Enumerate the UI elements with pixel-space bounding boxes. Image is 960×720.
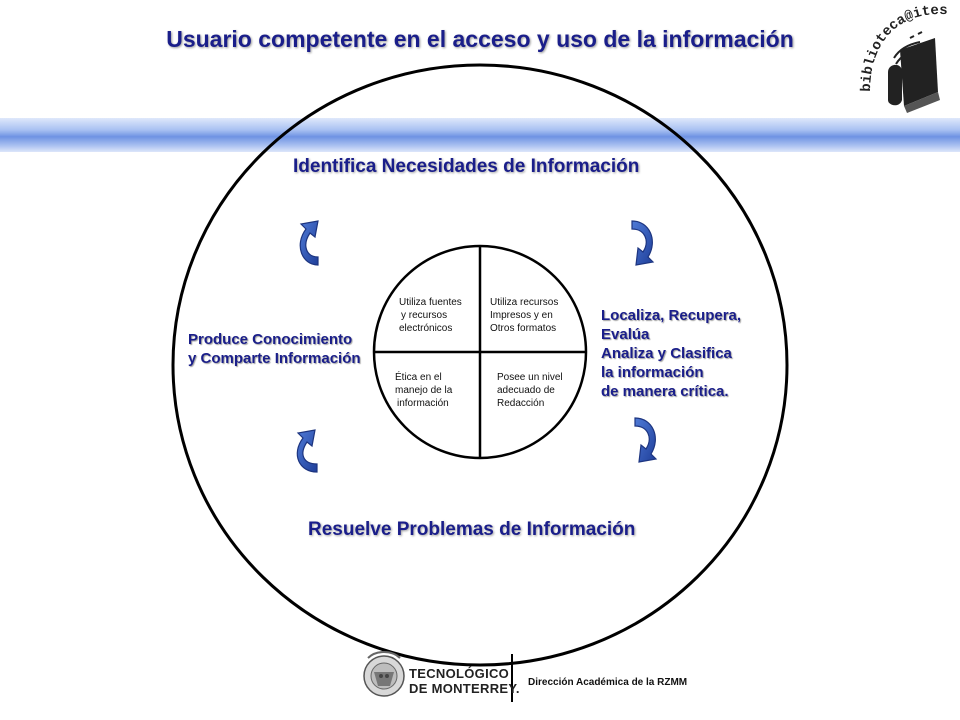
quadrant-bottom-right: Posee un nivel adecuado de Redacción — [497, 371, 563, 410]
quadrant-line: manejo de la — [395, 385, 453, 396]
arrow-bottom-left-icon — [296, 429, 318, 473]
right-step-line: la información — [601, 364, 704, 381]
arrow-bottom-right-icon — [634, 417, 658, 463]
quadrant-line: información — [397, 398, 449, 409]
footer-department: Dirección Académica de la RZMM — [528, 677, 688, 688]
left-step-line: y Comparte Información — [188, 350, 361, 367]
tec-seal-icon — [363, 651, 405, 697]
quadrant-line: Posee un nivel — [497, 372, 563, 383]
quadrant-top-left: Utiliza fuentes y recursos electrónicos — [399, 296, 462, 335]
quadrant-bottom-left: Ética en el manejo de la información — [395, 371, 452, 410]
right-step-line: Evalúa — [601, 326, 650, 343]
arrow-top-left-icon — [299, 220, 319, 266]
left-step-text: Produce Conocimiento y Comparte Informac… — [188, 330, 361, 368]
quadrant-line: y recursos — [401, 310, 448, 321]
quadrant-top-right: Utiliza recursos Impresos y en Otros for… — [490, 296, 558, 335]
quadrant-line: adecuado de — [497, 385, 555, 396]
tec-logo-text: TECNOLÓGICO DE MONTERREY. — [409, 666, 520, 696]
right-step-text: Localiza, Recupera, Evalúa Analiza y Cla… — [601, 306, 741, 401]
heading-identifica: Identifica Necesidades de Información — [293, 156, 640, 177]
quadrant-line: Otros formatos — [490, 323, 557, 334]
quadrant-line: Ética en el — [395, 372, 442, 383]
arrow-top-right-icon — [631, 220, 655, 266]
left-step-line: Produce Conocimiento — [188, 331, 353, 348]
quadrant-line: Impresos y en — [490, 310, 553, 321]
right-step-line: Localiza, Recupera, — [601, 307, 742, 324]
book-logo-icon — [888, 31, 940, 113]
outer-circle — [171, 63, 789, 667]
quadrant-line: Utiliza recursos — [490, 297, 559, 308]
tec-logo-line: TECNOLÓGICO — [409, 666, 510, 681]
right-step-line: Analiza y Clasifica — [601, 345, 732, 362]
quadrant-line: electrónicos — [399, 323, 453, 334]
page-title: Usuario competente en el acceso y uso de… — [166, 26, 794, 52]
quadrant-line: Utiliza fuentes — [399, 297, 462, 308]
heading-resuelve: Resuelve Problemas de Información — [308, 519, 636, 540]
tec-logo-line: DE MONTERREY. — [409, 681, 520, 696]
quadrant-line: Redacción — [497, 398, 545, 409]
right-step-line: de manera crítica. — [601, 383, 729, 400]
header-band — [0, 118, 960, 152]
